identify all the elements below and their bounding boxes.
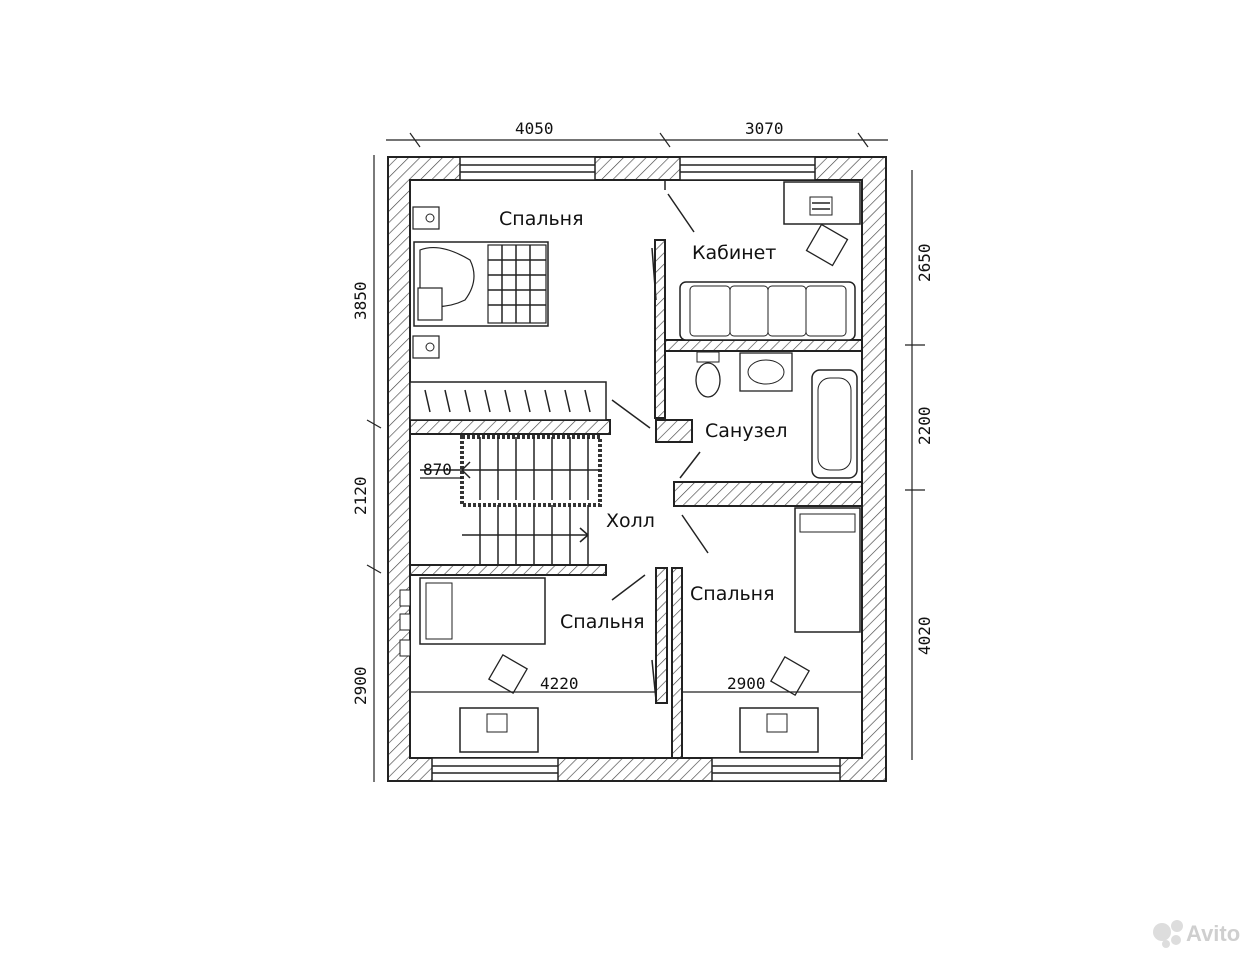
bed-bottom-right	[794, 507, 861, 633]
dim-right-middle: 2200	[915, 406, 934, 445]
staircase	[409, 381, 607, 565]
toilet-icon	[695, 351, 721, 398]
room-label-bathroom: Санузел	[705, 420, 788, 442]
room-label-office: Кабинет	[692, 242, 776, 264]
dim-left-top: 3850	[351, 281, 370, 320]
dim-top-right: 3070	[745, 119, 784, 138]
leader-lines	[611, 193, 709, 601]
bathtub-icon	[811, 369, 858, 479]
bed-top-left	[413, 241, 549, 327]
sofa-icon	[679, 281, 856, 341]
bed-bottom-left	[419, 577, 546, 645]
dim-bottom-right-inner: 2900	[727, 674, 766, 693]
room-label-bedroom-bottom-left: Спальня	[560, 611, 645, 633]
dim-left-bottom: 2900	[351, 666, 370, 705]
dim-stair-width: 870	[423, 460, 452, 479]
nightstand-icon	[412, 206, 440, 359]
dimension-lines	[366, 132, 925, 782]
dim-right-bottom: 4020	[915, 616, 934, 655]
room-label-bedroom-top: Спальня	[499, 208, 584, 230]
dim-bottom-left-inner: 4220	[540, 674, 579, 693]
dim-right-top: 2650	[915, 243, 934, 282]
room-label-hall: Холл	[606, 510, 655, 532]
office-desk-icon	[783, 181, 861, 267]
sink-icon	[739, 352, 793, 392]
dim-top-left: 4050	[515, 119, 554, 138]
desk-bottom-right-icon	[739, 655, 819, 753]
avito-logo: Avito	[1153, 920, 1240, 948]
outer-walls	[387, 156, 887, 782]
inner-walls	[409, 180, 863, 759]
desk-bottom-left-icon	[459, 653, 539, 753]
doors	[651, 247, 657, 701]
shelf-icon	[399, 589, 411, 657]
dim-left-middle: 2120	[351, 476, 370, 515]
room-label-bedroom-bottom-right: Спальня	[690, 583, 775, 605]
watermark-text: Avito	[1186, 921, 1240, 946]
